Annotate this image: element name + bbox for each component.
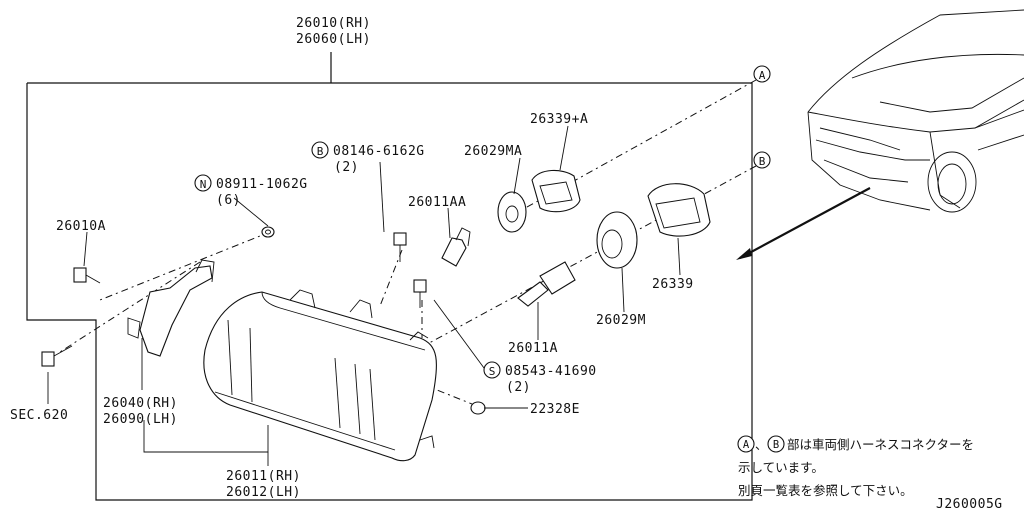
cover-26339 xyxy=(647,183,711,237)
callout-b: B xyxy=(753,151,771,169)
svg-text:S: S xyxy=(489,365,496,378)
part-number-26012: 26012(LH) xyxy=(226,485,301,500)
leader-lines xyxy=(47,125,681,466)
headlamp-housing xyxy=(203,289,437,462)
label-nut-n: N 08911-1062G (6) xyxy=(194,174,308,208)
cover-26339a xyxy=(531,169,581,213)
assembly-number-rh: 26010(RH) xyxy=(296,16,371,31)
grommet-22328e xyxy=(470,401,486,415)
part-qty-08146: (2) xyxy=(334,160,359,175)
assembly-number-lh: 26060(LH) xyxy=(296,32,371,47)
note-line-2: 示しています。 xyxy=(738,460,824,475)
vehicle-illustration xyxy=(807,9,1024,213)
note-line-3: 別頁一覧表を参照して下さい。 xyxy=(738,483,913,498)
assembly-frame xyxy=(26,52,753,501)
part-number-26011: 26011(RH) xyxy=(226,469,301,484)
nut-n xyxy=(261,226,275,238)
svg-text:B: B xyxy=(317,145,324,158)
part-number-26040: 26040(RH) xyxy=(103,396,178,411)
part-number-26029ma: 26029MA xyxy=(464,144,522,159)
cap-26029ma xyxy=(497,191,527,233)
note-separator: 、 xyxy=(755,437,768,452)
figure-code: J260005G xyxy=(936,497,1003,512)
part-number-26090: 26090(LH) xyxy=(103,412,178,427)
pointer-arrowhead xyxy=(736,248,752,260)
svg-text:N: N xyxy=(200,178,207,191)
part-number-26010a: 26010A xyxy=(56,219,106,234)
part-number-08543: 08543-41690 xyxy=(505,364,597,379)
bolt-sec620 xyxy=(41,345,73,367)
part-number-26011a: 26011A xyxy=(508,341,558,356)
part-qty-08911: (6) xyxy=(216,193,241,208)
part-number-22328e: 22328E xyxy=(530,402,580,417)
part-number-26011aa: 26011AA xyxy=(408,195,466,210)
bolt-b xyxy=(393,232,407,262)
svg-text:B: B xyxy=(759,155,766,168)
vehicle-pointer-arrow xyxy=(739,187,871,259)
screw-s xyxy=(413,279,427,308)
part-number-08146: 08146-6162G xyxy=(333,144,425,159)
part-qty-08543: (2) xyxy=(506,380,531,395)
part-number-08911: 08911-1062G xyxy=(216,177,308,192)
socket-26011aa xyxy=(441,227,471,267)
harness-note: A 、 B 部は車両側ハーネスコネクターを 示しています。 別頁一覧表を参照して… xyxy=(737,435,974,498)
svg-text:A: A xyxy=(743,439,750,451)
svg-text:A: A xyxy=(759,69,766,82)
mounting-bracket xyxy=(127,259,215,357)
callout-a: A xyxy=(753,65,771,83)
part-number-26339a: 26339+A xyxy=(530,112,588,127)
note-line-1: 部は車両側ハーネスコネクターを xyxy=(787,437,974,452)
label-screw-s: S 08543-41690 (2) xyxy=(483,361,597,395)
part-number-sec620: SEC.620 xyxy=(10,408,68,423)
bolt-26010a xyxy=(73,267,101,284)
part-number-26339: 26339 xyxy=(652,277,694,292)
svg-text:B: B xyxy=(773,439,779,451)
label-bolt-b: B 08146-6162G (2) xyxy=(311,141,425,175)
bulb-26011a xyxy=(517,261,576,307)
cap-26029m xyxy=(596,211,638,269)
part-number-26029m: 26029M xyxy=(596,313,646,328)
